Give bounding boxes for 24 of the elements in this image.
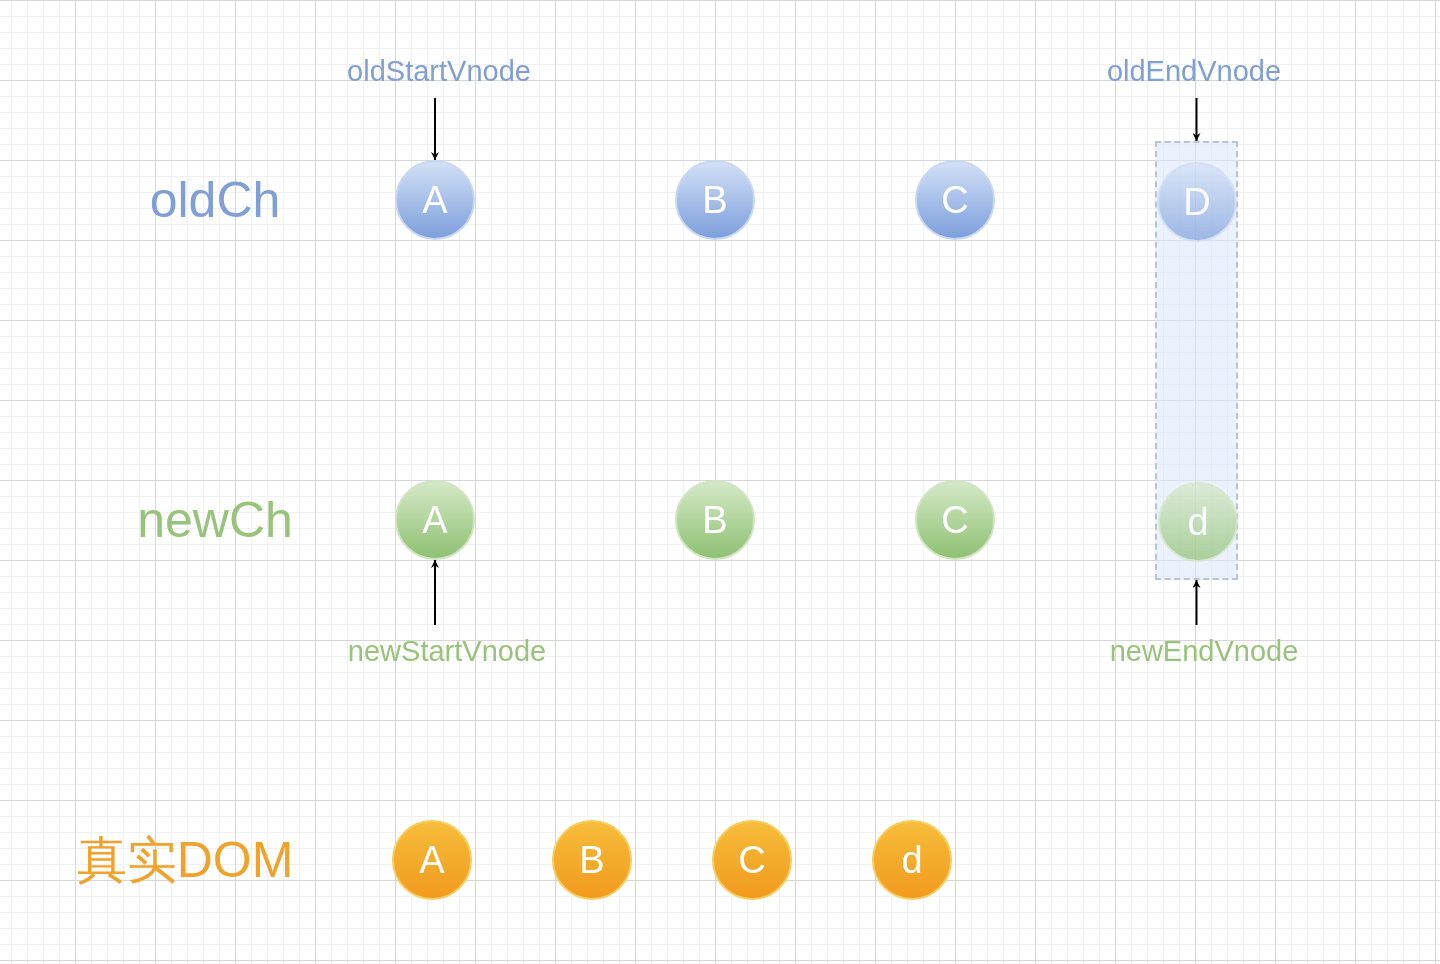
letter-circle: B bbox=[675, 160, 755, 240]
row-label: 真实DOM bbox=[76, 835, 294, 885]
pointer-label: oldStartVnode bbox=[347, 57, 531, 86]
arrow bbox=[431, 559, 439, 626]
arrow bbox=[1192, 97, 1201, 142]
letter-circle: C bbox=[915, 160, 995, 240]
row-label: oldCh bbox=[149, 175, 281, 225]
pointer-label: newEndVnode bbox=[1109, 637, 1299, 666]
letter-circle: d bbox=[1158, 482, 1238, 562]
letter-circle: B bbox=[552, 820, 632, 900]
letter-circle: A bbox=[392, 820, 472, 900]
pointer-label: newStartVnode bbox=[347, 637, 547, 666]
letter-circle: d bbox=[872, 820, 952, 900]
arrow bbox=[431, 97, 439, 161]
letter-circle: C bbox=[712, 820, 792, 900]
highlight-box bbox=[1155, 141, 1238, 580]
letter-circle: C bbox=[915, 480, 995, 560]
row-label: newCh bbox=[137, 495, 293, 545]
letter-circle: D bbox=[1157, 162, 1237, 242]
pointer-label: oldEndVnode bbox=[1106, 57, 1282, 86]
letter-circle: A bbox=[395, 480, 475, 560]
letter-circle: A bbox=[395, 160, 475, 240]
arrow bbox=[1192, 579, 1201, 626]
letter-circle: B bbox=[675, 480, 755, 560]
